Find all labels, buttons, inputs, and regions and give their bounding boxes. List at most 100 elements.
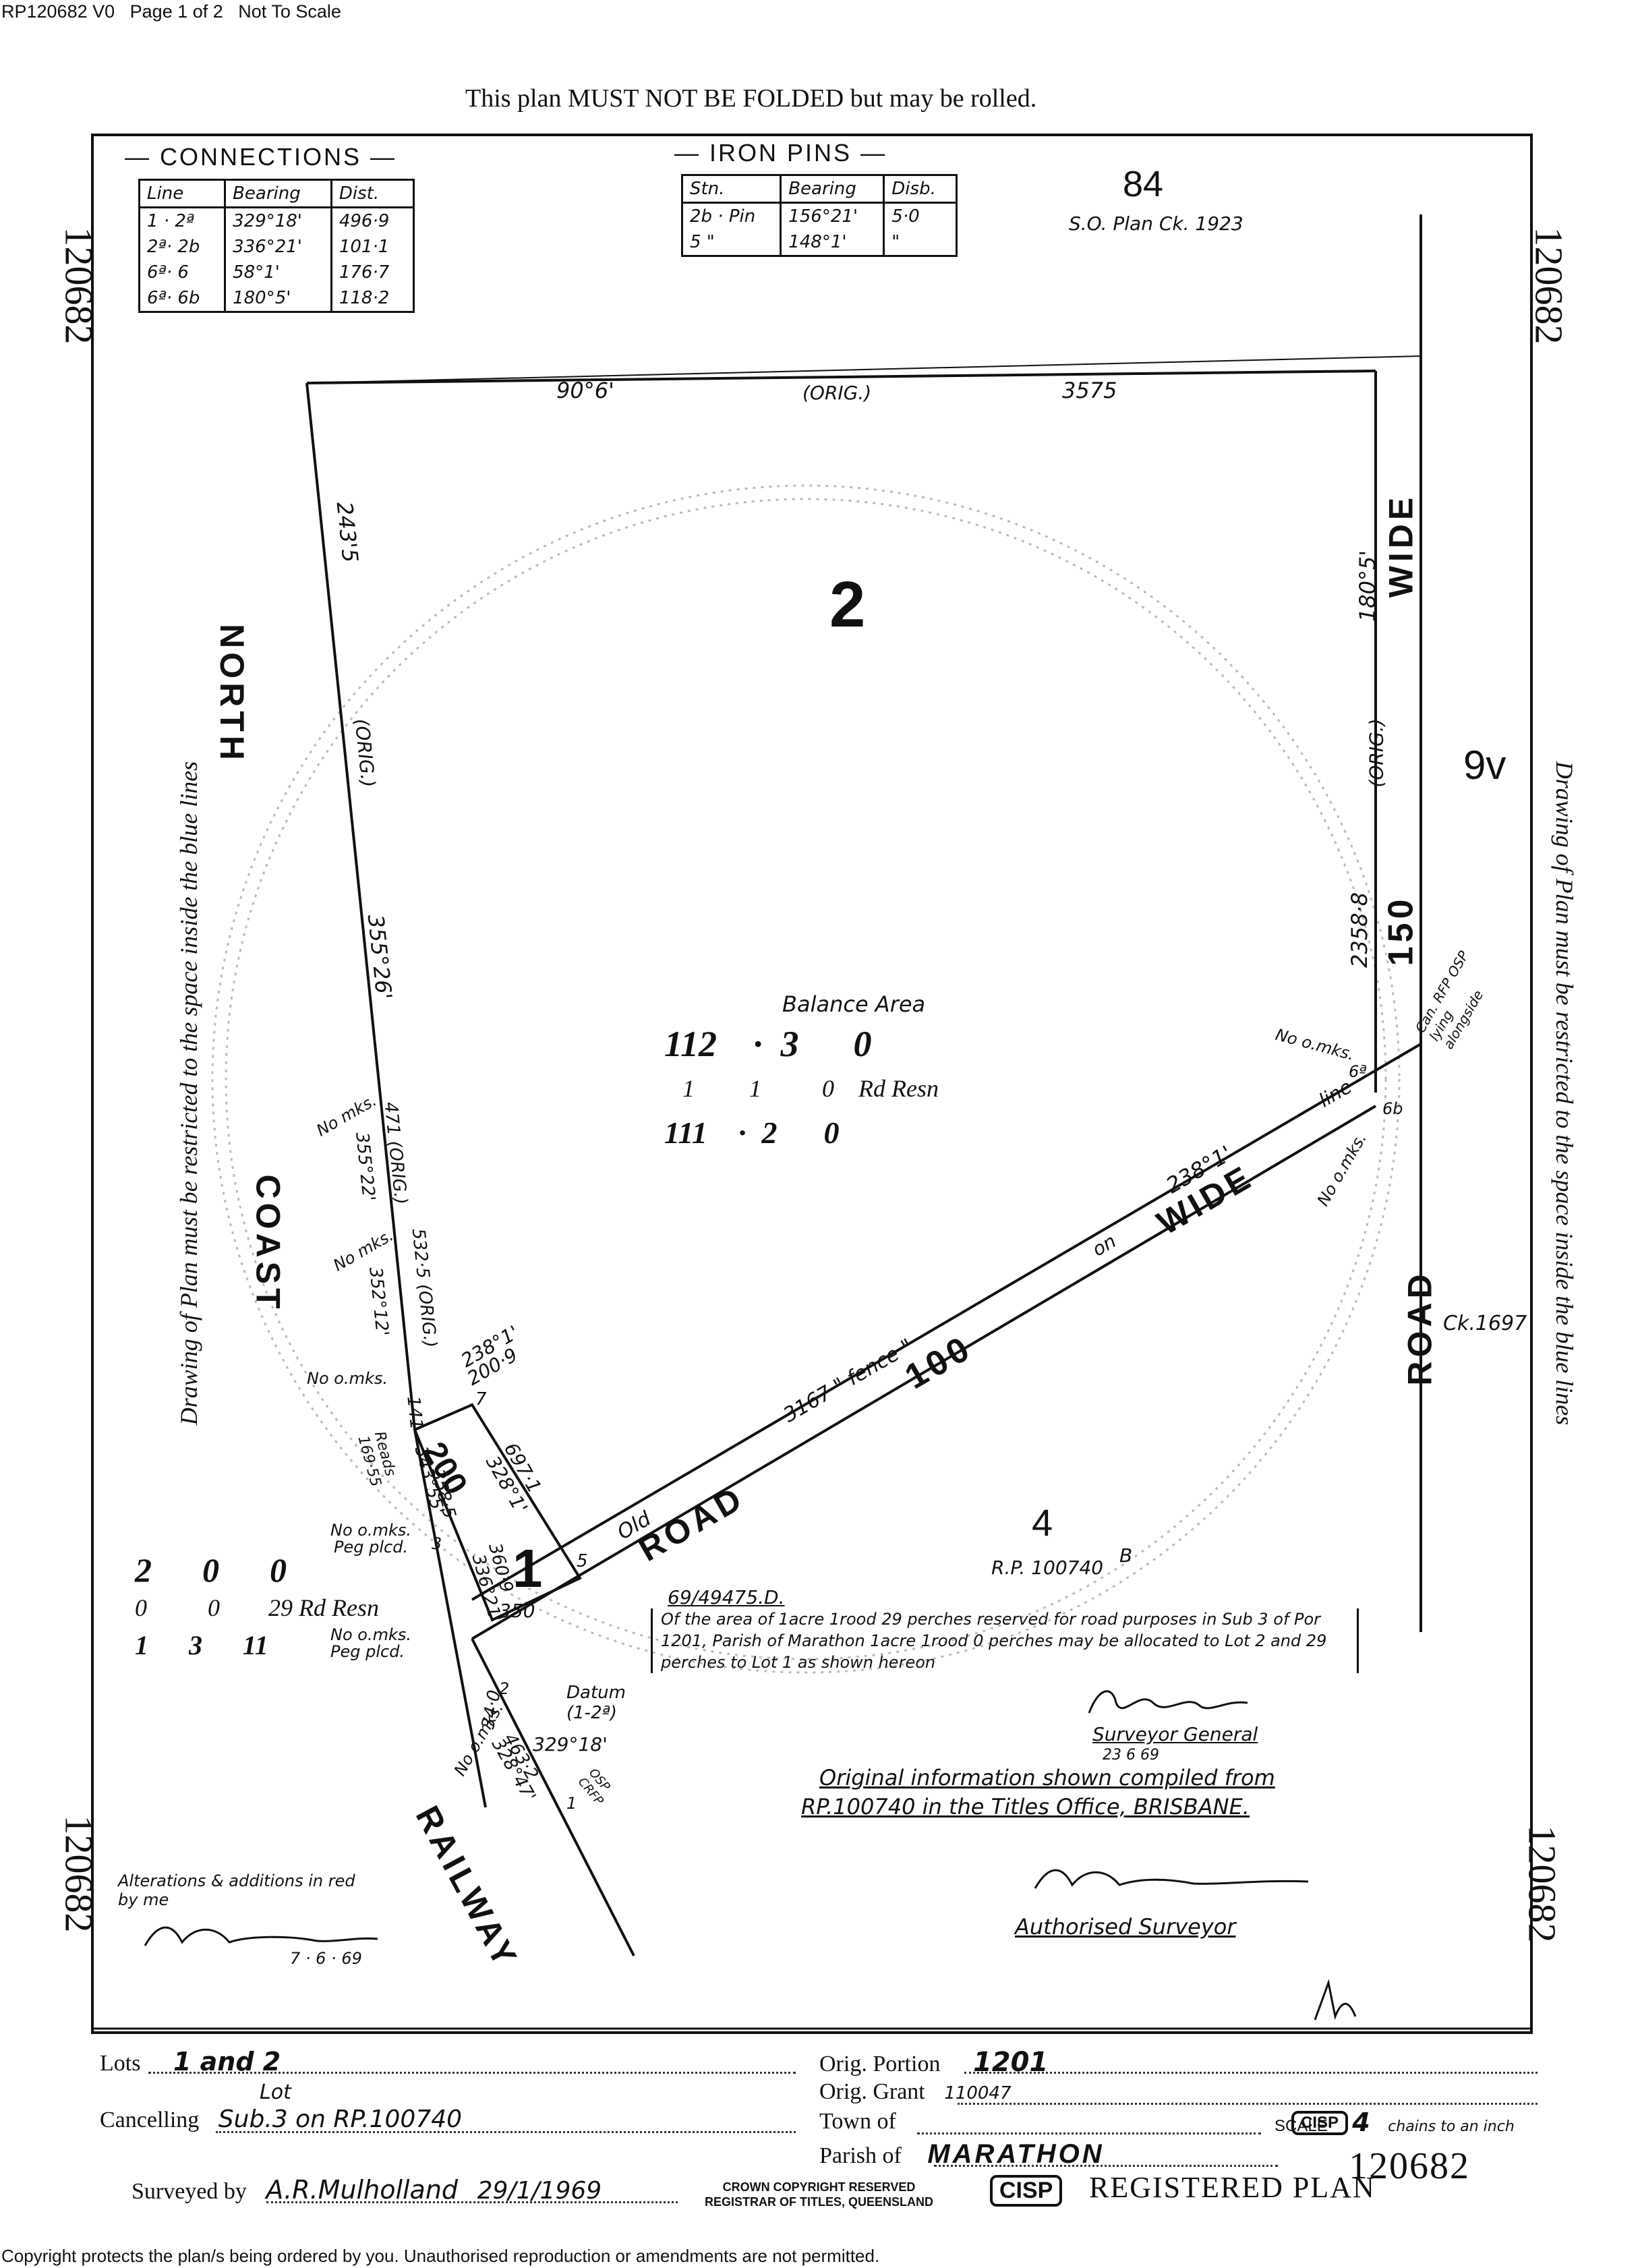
dist-350: 350 [499,1600,535,1622]
parish-field: Parish of MARATHON [819,2139,1105,2170]
surveyor-general-date: 23 6 69 [1103,1747,1159,1764]
road-wide-right-label: WIDE [1382,493,1420,598]
cancelling-insert: Lot [260,2081,291,2104]
page-indicator: Page 1 of 2 [129,1,223,22]
scale-unit: chains to an inch [1388,2118,1515,2135]
station-label: 3 [432,1534,442,1553]
connections-header: Line [138,179,227,208]
fold-note: This plan MUST NOT BE FOLDED but may be … [465,84,1037,113]
connections-header: Bearing [224,179,332,208]
coast-road-label: COAST [249,1174,287,1313]
lots-label: Lots [100,2051,141,2076]
top-bearing: 90°6' [556,378,614,403]
surveyed-label: Surveyed by [131,2179,247,2204]
station-label: 1 [566,1794,577,1813]
plan-border [91,134,1533,2034]
scale-field: SCALE 4 chains to an inch [1275,2107,1515,2137]
signature-alterations [144,1926,378,1946]
connections-header: Dist. [330,179,415,208]
top-orig: (ORIG.) [802,382,872,404]
town-underline [917,2132,1261,2134]
lot84-boundary [306,355,1422,384]
scale-value: 4 [1352,2107,1370,2137]
registered-plan-label: REGISTERED PLAN [1089,2171,1376,2204]
initials-mark [1314,1979,1357,2020]
road-right-label: ROAD [1401,1270,1439,1386]
b-mark: B [1119,1544,1133,1567]
plan-number-title: 120682 [1349,2145,1470,2187]
surveyed-date: 29/1/1969 [477,2177,602,2205]
lots-value: 1 and 2 [173,2047,281,2076]
station-label: 2 [499,1679,510,1698]
railway-line [471,1638,635,1956]
no-omks-note: No o.mks. [330,1625,411,1644]
lot-84-label: 84 [1123,164,1164,204]
balance-row: 112 · 3 0 [664,1024,872,1064]
dist-141: 141 [403,1395,427,1431]
area-row: 2 0 0 [135,1551,287,1589]
cancelling-underline [216,2131,796,2133]
connections-title: — CONNECTIONS — [125,143,397,171]
right-orig: (ORIG.) [1365,718,1388,788]
lot1-boundary [413,1403,582,1622]
table-row: 5 "148°1'" [680,229,958,257]
town-label: Town of [819,2109,896,2134]
top-distance: 3575 [1062,378,1117,403]
cancelling-value: Sub.3 on RP.100740 [218,2105,463,2133]
cisp-stamp-2: CISP [1291,2111,1349,2135]
orig-portion-label: Orig. Portion [819,2052,941,2076]
road100-upper-line [471,1043,1422,1601]
original-info-line-2: RP.100740 in the Titles Office, BRISBANE… [801,1794,1250,1820]
cisp-stamp: CISP [990,2175,1063,2207]
balance-row: 1 1 0 Rd Resn [682,1075,939,1102]
lots-field: Lots 1 and 2 [100,2047,281,2076]
road100-lower-line [471,1105,1377,1640]
authorised-surveyor-label: Authorised Surveyor [1015,1914,1236,1940]
parish-label: Parish of [819,2143,902,2168]
orig-grant-field: Orig. Grant 110047 [819,2079,1012,2105]
iron-pins-title: — IRON PINS — [674,139,887,167]
peg-placed-note: Peg plcd. [330,1642,405,1661]
cancelling-label: Cancelling [100,2107,200,2132]
station-label: 6b [1382,1099,1403,1118]
no-omks-note: No o.mks. [307,1369,388,1388]
datum-bearing: 329°18' [533,1733,608,1755]
north-road-label: NORTH [212,624,251,764]
station-label: 6ª [1349,1062,1367,1081]
rp-reference: R.P. 100740 [991,1557,1104,1579]
signature-authorised-surveyor [1034,1869,1309,1889]
surveyed-underline [266,2201,678,2203]
document-header: RP120682 V0 Page 1 of 2 Not To Scale [1,1,341,22]
station-label: 7 [475,1389,487,1409]
parish-value: MARATHON [927,2139,1105,2169]
orig-portion-underline [964,2072,1538,2074]
lot1-area-rows: 2 0 0 0 0 29 Rd Resn 1 3 11 [135,1551,379,1664]
lot-9v-label: 9v [1463,743,1506,788]
alterations-note: Alterations & additions in red by me [118,1871,355,1909]
balance-area-title: Balance Area [782,991,926,1017]
lot-4-label: 4 [1032,1501,1053,1544]
orig-grant-label: Orig. Grant [819,2079,925,2104]
scale-label: SCALE [1275,2117,1328,2135]
ck-reference: Ck.1697 [1443,1312,1527,1335]
lots-underline [148,2072,796,2074]
cancelling-field: Cancelling Sub.3 on RP.100740 [100,2105,462,2133]
station-label: 5 [577,1551,588,1571]
right-distance: 2358·8 [1346,892,1372,968]
parish-underline [934,2165,1278,2167]
surveyor-general-label: Surveyor General [1092,1723,1258,1745]
protractor-overlay [211,484,1401,1674]
road-150-label: 150 [1381,895,1421,966]
orig-portion-field: Orig. Portion 1201 [819,2047,1048,2078]
lot2-left-boundary [305,382,416,1430]
surveyed-value: A.R.Mulholland [266,2175,459,2205]
survey-reference: 69/49475.D. [668,1586,785,1608]
original-info-line-1: Original information shown compiled from [819,1765,1275,1791]
